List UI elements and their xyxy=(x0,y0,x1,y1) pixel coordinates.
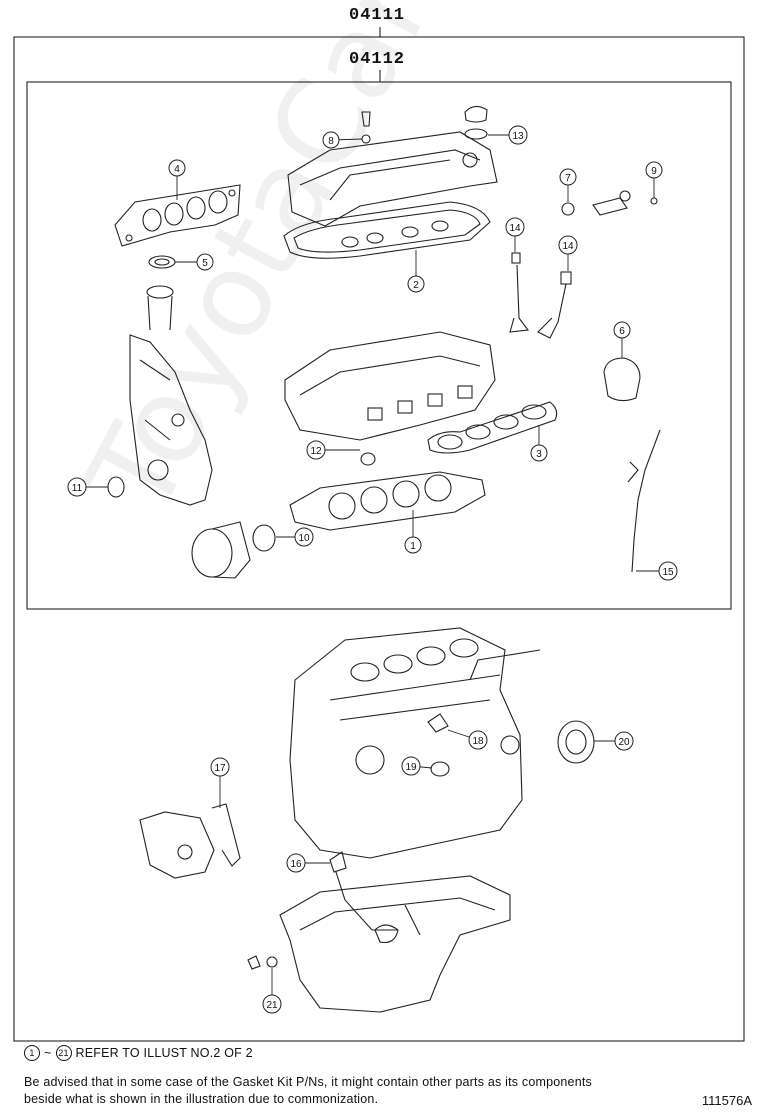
exhaust-manifold-gasket xyxy=(114,184,241,247)
svg-text:14: 14 xyxy=(509,223,521,234)
oil-seal-inner xyxy=(154,258,170,266)
callout-markers: 1 2 3 4 5 6 7 8 9 10 11 12 13 14 14 15 1… xyxy=(67,125,678,1014)
outer-kit-code: 04111 xyxy=(349,6,406,25)
svg-text:4: 4 xyxy=(174,164,180,175)
cylinder-head xyxy=(284,331,496,441)
svg-text:9: 9 xyxy=(651,166,657,177)
svg-text:5: 5 xyxy=(202,258,208,269)
svg-text:10: 10 xyxy=(298,533,310,544)
svg-text:13: 13 xyxy=(512,131,524,142)
rear-oil-seal-part xyxy=(557,720,595,764)
callout-14a: 14 xyxy=(505,217,525,237)
bracket-part xyxy=(139,803,241,879)
inner-kit-code: 04112 xyxy=(349,50,406,69)
svg-text:12: 12 xyxy=(310,446,322,457)
advisory-note: Be advised that in some case of the Gask… xyxy=(24,1075,592,1106)
callout-5: 5 xyxy=(196,253,214,271)
svg-text:14: 14 xyxy=(562,241,574,252)
svg-text:21: 21 xyxy=(266,1000,278,1011)
callout-6: 6 xyxy=(613,321,631,339)
injector-part xyxy=(561,190,658,216)
dipstick-bracket xyxy=(627,461,639,483)
ref-start-circle: 1 xyxy=(24,1045,40,1061)
callout-8: 8 xyxy=(322,131,340,149)
callout-3: 3 xyxy=(530,444,548,462)
reference-note: 1 ~ 21 REFER TO ILLUST NO.2 OF 2 xyxy=(24,1045,253,1061)
crank-seal-part xyxy=(107,476,125,498)
gasket-ring-part xyxy=(603,357,641,402)
oil-seal-19 xyxy=(430,761,450,777)
oil-pipe-part xyxy=(146,285,174,331)
oil-pump-part xyxy=(191,521,276,579)
ref-text: REFER TO ILLUST NO.2 OF 2 xyxy=(75,1046,253,1060)
oil-pan xyxy=(279,875,511,1013)
callout-1: 1 xyxy=(404,536,422,554)
svg-text:7: 7 xyxy=(565,173,571,184)
leader-lines xyxy=(77,134,668,996)
callout-11: 11 xyxy=(67,477,87,497)
timing-chain-cover xyxy=(129,334,213,506)
svg-text:15: 15 xyxy=(662,567,674,578)
callout-18: 18 xyxy=(468,730,488,750)
intake-manifold-gasket xyxy=(427,401,558,454)
ref-separator: ~ xyxy=(44,1046,52,1060)
oil-seal-part xyxy=(148,255,176,269)
illustration-id: 111576A xyxy=(701,1093,752,1108)
callout-13: 13 xyxy=(508,125,528,145)
valve-part xyxy=(509,252,572,339)
oil-filler-cap xyxy=(464,105,488,140)
engine-block xyxy=(289,627,523,859)
callout-15: 15 xyxy=(658,561,678,581)
cylinder-head-gasket xyxy=(289,471,486,531)
svg-text:3: 3 xyxy=(536,449,542,460)
svg-text:20: 20 xyxy=(618,737,630,748)
tube-gasket-part xyxy=(427,713,449,733)
svg-text:18: 18 xyxy=(472,736,484,747)
callout-4: 4 xyxy=(168,159,186,177)
outer-kit-frame xyxy=(13,36,745,1042)
svg-text:17: 17 xyxy=(214,763,226,774)
callout-20: 20 xyxy=(614,731,634,751)
callout-14b: 14 xyxy=(558,235,578,255)
svg-text:11: 11 xyxy=(72,483,83,494)
callout-21: 21 xyxy=(262,994,282,1014)
ref-end-circle: 21 xyxy=(55,1045,72,1061)
svg-text:6: 6 xyxy=(619,326,625,337)
callout-19: 19 xyxy=(401,756,421,776)
callout-16: 16 xyxy=(286,853,306,873)
plug-part xyxy=(360,452,376,466)
inner-kit-frame xyxy=(26,81,732,610)
callout-17: 17 xyxy=(210,757,230,777)
svg-text:19: 19 xyxy=(405,762,417,773)
oil-strainer-part xyxy=(329,851,398,931)
drain-plug-part xyxy=(247,955,278,970)
callout-12: 12 xyxy=(306,440,326,460)
callout-9: 9 xyxy=(645,161,663,179)
head-cover-gasket xyxy=(283,201,491,259)
dipstick-tube-part xyxy=(469,649,541,681)
callout-2: 2 xyxy=(407,275,425,293)
bolt-part xyxy=(361,111,371,144)
svg-text:8: 8 xyxy=(328,136,334,147)
svg-text:2: 2 xyxy=(413,280,419,291)
dipstick-guide-part xyxy=(631,429,661,573)
callout-10: 10 xyxy=(294,527,314,547)
cylinder-head-cover xyxy=(287,131,498,227)
svg-text:16: 16 xyxy=(290,859,302,870)
callout-7: 7 xyxy=(559,168,577,186)
svg-text:1: 1 xyxy=(410,541,416,552)
